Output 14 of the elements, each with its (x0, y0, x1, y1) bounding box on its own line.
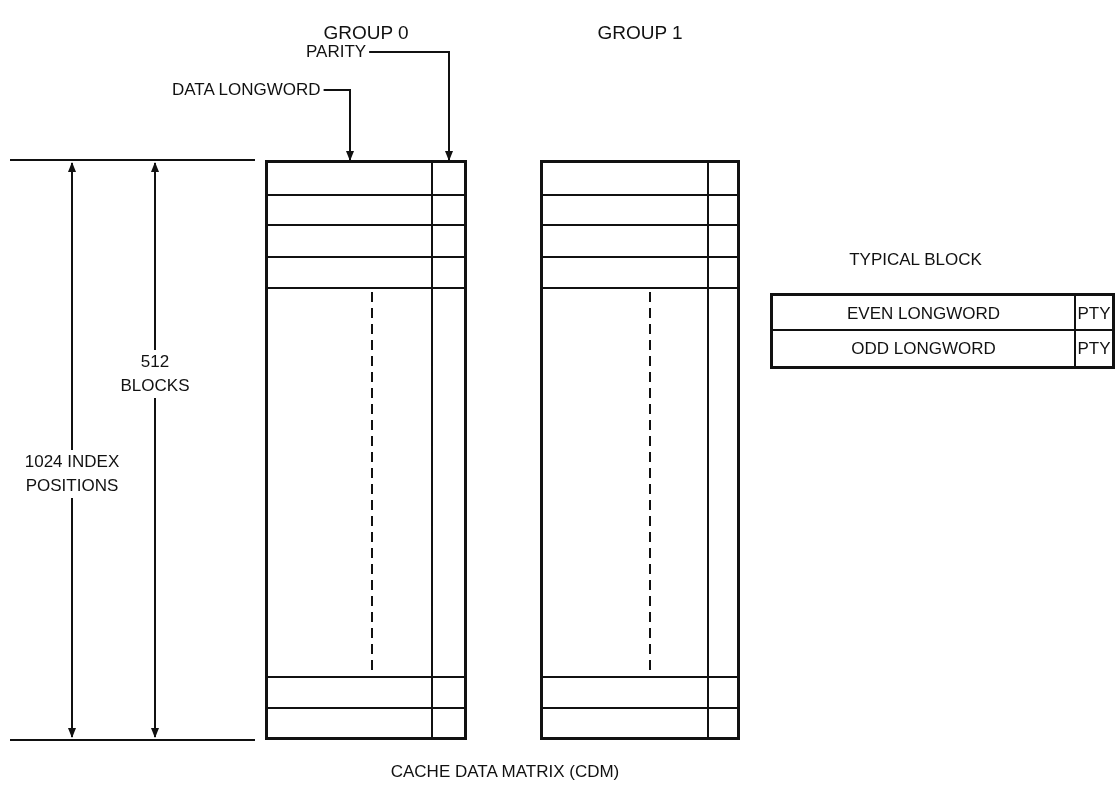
leader-line (322, 89, 354, 161)
cache-matrix (265, 160, 467, 740)
leader-text: DATA LONGWORD (172, 80, 321, 100)
group-heading: GROUP 1 (596, 22, 684, 44)
cache-matrix (540, 160, 740, 740)
table-heading: TYPICAL BLOCK (848, 250, 983, 270)
leader-text: PARITY (306, 42, 367, 62)
table-cell: PTY (1074, 331, 1112, 366)
caption: CACHE DATA MATRIX (CDM) (389, 762, 621, 782)
group-heading: GROUP 0 (322, 22, 410, 44)
table-cell-text: ODD LONGWORD (850, 338, 997, 360)
table-cell: PTY (1074, 296, 1112, 331)
table-cell: EVEN LONGWORD (773, 296, 1074, 331)
leader-line (368, 51, 453, 161)
